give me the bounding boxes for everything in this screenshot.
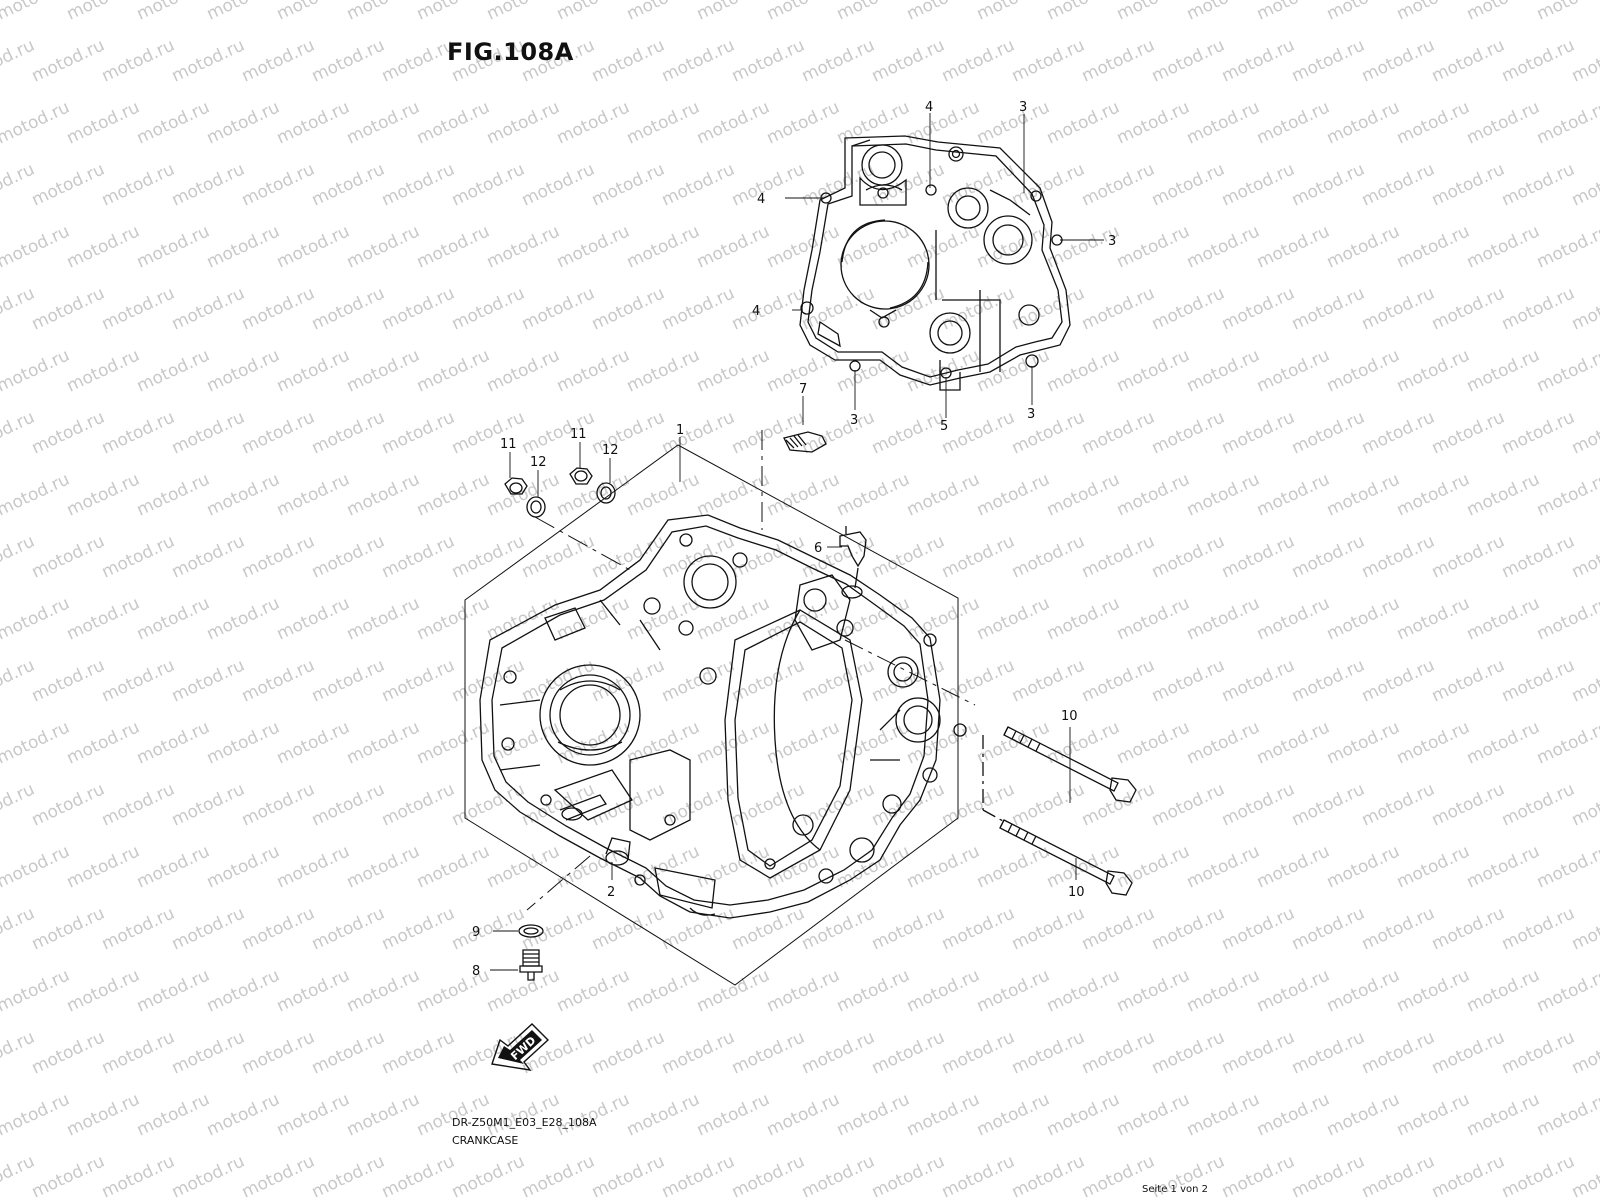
leader-lines-top xyxy=(785,113,1104,425)
leader-lines-main xyxy=(490,437,1077,971)
callout-11: 11 xyxy=(500,437,517,452)
callout-12: 12 xyxy=(602,443,619,458)
callout-9: 9 xyxy=(472,925,480,940)
crankcase-frame-hexagon xyxy=(464,430,976,986)
callout-8: 8 xyxy=(472,964,480,979)
callout-6: 6 xyxy=(814,541,822,556)
figure-title: FIG.108A xyxy=(447,38,574,66)
callout-4: 4 xyxy=(757,192,765,207)
callout-3: 3 xyxy=(1027,407,1035,422)
callout-10: 10 xyxy=(1068,885,1085,900)
part-8-9-drain-bolt-gasket xyxy=(518,924,544,981)
crankcase-left-half xyxy=(479,514,967,919)
callout-4: 4 xyxy=(925,100,933,115)
callout-12: 12 xyxy=(530,455,547,470)
part-7-fitting xyxy=(783,431,827,453)
callout-4: 4 xyxy=(752,304,760,319)
part-11-12-nuts-washers xyxy=(504,467,616,518)
section-name: CRANKCASE xyxy=(452,1134,519,1147)
page-indicator: Seite 1 von 2 xyxy=(1142,1184,1208,1195)
part-10-long-bolts xyxy=(982,726,1137,896)
callout-11: 11 xyxy=(570,427,587,442)
callout-10: 10 xyxy=(1061,709,1078,724)
callout-3: 3 xyxy=(1019,100,1027,115)
fwd-arrow-icon: FWD xyxy=(491,1023,550,1071)
callout-3: 3 xyxy=(850,413,858,428)
callout-7: 7 xyxy=(799,382,807,397)
callout-3: 3 xyxy=(1108,234,1116,249)
callout-1: 1 xyxy=(676,423,684,438)
crankcase-right-half xyxy=(799,135,1071,391)
model-code: DR-Z50M1_E03_E28_108A xyxy=(452,1116,597,1129)
callout-labels: 1 2 3 3 3 3 4 4 4 5 6 7 8 9 10 10 11 11 … xyxy=(472,100,1116,979)
callout-5: 5 xyxy=(940,419,948,434)
part-6-breather-fitting xyxy=(839,526,867,599)
callout-2: 2 xyxy=(607,885,615,900)
